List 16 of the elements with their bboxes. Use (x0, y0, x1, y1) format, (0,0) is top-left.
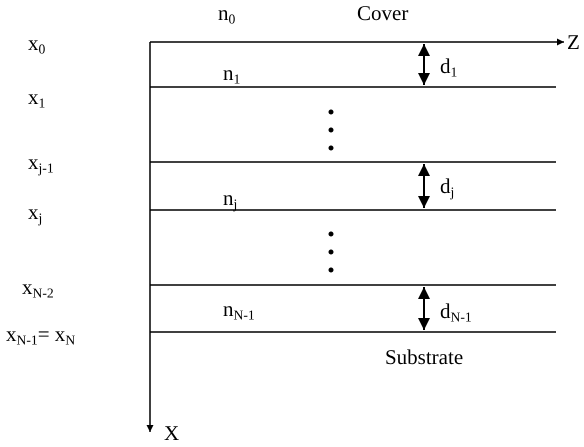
layer-index-label: n$_{N-1}$ (223, 298, 255, 322)
thickness-label: d$_{1}$ (440, 55, 458, 78)
thickness-label: d$_{j}$ (440, 175, 454, 198)
boundary-label: x$_{j}$ (28, 201, 42, 224)
boundary-label: x$_{j-1}$ (28, 151, 54, 174)
layer-name: Substrate (385, 346, 464, 370)
boundary-label: x$_{1}$ (28, 86, 46, 110)
boundary-label: x$_{0}$ (28, 32, 46, 56)
axis-label: Z (567, 31, 580, 54)
layer-name: Cover (357, 2, 408, 26)
axis-label: X (164, 422, 180, 446)
layer-index-label: n$_{1}$ (223, 62, 240, 86)
boundary-label: x$_{N-1}$= x$_{N}$ (6, 323, 76, 346)
thickness-label: d$_{N-1}$ (440, 300, 472, 324)
layer-index-label: n$_{0}$ (218, 2, 236, 26)
boundary-label: x$_{N-2}$ (22, 276, 54, 300)
